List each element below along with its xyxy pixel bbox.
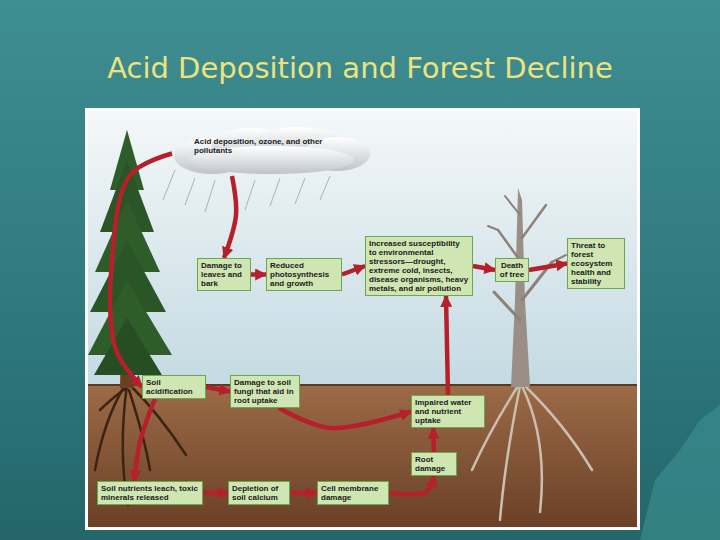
node-text: Root damage xyxy=(415,455,453,473)
node-text: Reduced photosynthesis and growth xyxy=(270,261,338,288)
process-box: Damage to leaves and bark xyxy=(197,258,251,291)
arrow-connector xyxy=(134,399,155,481)
node-text: Impaired water and nutrient uptake xyxy=(415,398,481,425)
rain xyxy=(163,170,330,212)
branch xyxy=(488,226,498,230)
arrow-connector xyxy=(251,272,266,277)
foliage-tier xyxy=(94,318,162,375)
arrow-connector xyxy=(431,428,436,452)
process-box: Soil acidification xyxy=(142,375,206,399)
dead-tree-branches xyxy=(488,196,566,320)
node-text: Cell membrane damage xyxy=(321,484,385,502)
branch xyxy=(494,292,520,320)
root xyxy=(129,390,150,470)
arrow-connector xyxy=(224,176,236,258)
rain-streak xyxy=(163,170,175,200)
sky xyxy=(88,111,637,385)
node-text: Damage to leaves and bark xyxy=(201,261,247,288)
rain-streak xyxy=(270,178,280,206)
process-box: Death of tree xyxy=(495,258,529,282)
node-text: Death of tree xyxy=(499,261,525,279)
root xyxy=(100,388,126,410)
node-text: Depletion of soil calcium xyxy=(232,484,286,502)
pine-foliage xyxy=(88,130,172,375)
arrow-connector xyxy=(110,154,172,388)
branch xyxy=(522,205,546,238)
pollution-cloud: Acid deposition, ozone, and other pollut… xyxy=(172,126,372,176)
slide-decoration xyxy=(640,405,720,540)
process-box: Damage to soil fungi that aid in root up… xyxy=(230,375,300,408)
root xyxy=(525,386,592,470)
root xyxy=(500,386,520,520)
arrow-connector xyxy=(203,491,228,496)
arrow-connector xyxy=(279,408,411,428)
process-box: Threat to forest ecosystem health and st… xyxy=(567,238,625,289)
process-box: Root damage xyxy=(411,452,457,476)
dead-tree-roots xyxy=(472,386,592,520)
rain-streak xyxy=(185,178,195,205)
rain-streak xyxy=(320,176,330,200)
node-text: Soil nutrients leach, toxic minerals rel… xyxy=(101,484,199,502)
image-frame xyxy=(85,108,640,530)
process-box: Reduced photosynthesis and growth xyxy=(266,258,342,291)
dead-tree-trunk xyxy=(511,188,530,387)
arrow-connector xyxy=(342,266,365,275)
arrow-connector xyxy=(473,266,495,270)
node-text: Soil acidification xyxy=(146,378,202,396)
rain-streak xyxy=(205,180,215,212)
arrow-connector xyxy=(206,387,230,392)
node-text: Damage to soil fungi that aid in root up… xyxy=(234,378,296,405)
process-box: Impaired water and nutrient uptake xyxy=(411,395,485,428)
node-text: Increased susceptibility to environmenta… xyxy=(369,239,469,293)
arrow-connector xyxy=(446,296,448,395)
soil xyxy=(88,385,637,527)
arrow-connector xyxy=(529,264,567,271)
rain-streak xyxy=(295,178,305,204)
branch xyxy=(552,255,566,262)
node-text: Threat to forest ecosystem health and st… xyxy=(571,241,621,286)
arrow-connector xyxy=(290,491,317,496)
rain-streak xyxy=(245,180,255,210)
process-box: Cell membrane damage xyxy=(317,481,389,505)
arrow-connector xyxy=(389,476,434,494)
process-box: Increased susceptibility to environmenta… xyxy=(365,236,473,296)
branch xyxy=(505,196,520,215)
slide-title: Acid Deposition and Forest Decline xyxy=(0,48,720,88)
root xyxy=(522,386,542,512)
root xyxy=(95,385,125,470)
process-box: Soil nutrients leach, toxic minerals rel… xyxy=(97,481,203,505)
node-text: Acid deposition, ozone, and other pollut… xyxy=(194,137,352,155)
process-box: Depletion of soil calcium xyxy=(228,481,290,505)
